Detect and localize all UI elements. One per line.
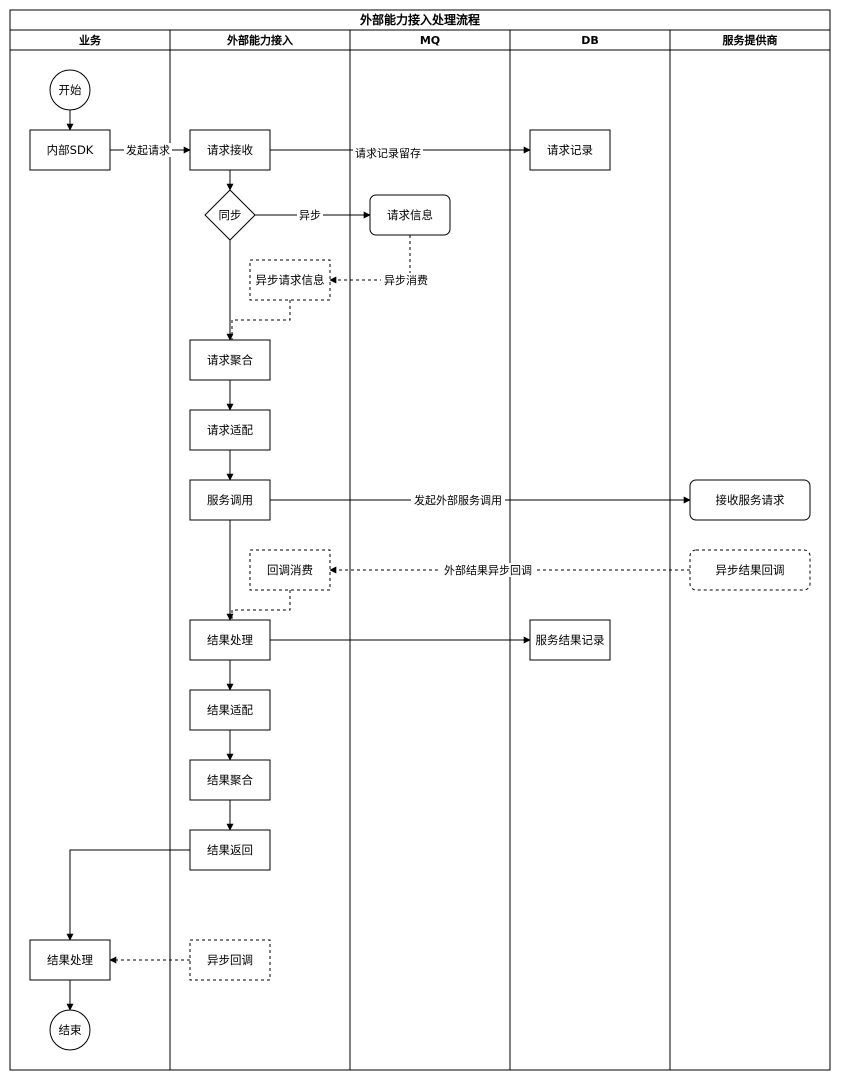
- lane-header-external-capability: 外部能力接入: [226, 33, 293, 47]
- edge-label-initiate-external-call-text: 发起外部服务调用: [414, 493, 502, 507]
- biz-result-process-node[interactable]: 结果处理: [29, 939, 111, 981]
- request-aggregate-label: 请求聚合: [207, 353, 253, 367]
- result-adapt-label: 结果适配: [207, 703, 253, 717]
- async-callback-label: 异步回调: [207, 953, 253, 967]
- sync-decision-node[interactable]: 同步: [204, 189, 256, 241]
- result-return-label: 结果返回: [207, 843, 253, 857]
- async-result-callback-node[interactable]: 异步结果回调: [689, 549, 811, 591]
- edge-return-to-biz-result: [66, 849, 190, 941]
- service-result-record-node[interactable]: 服务结果记录: [529, 619, 611, 661]
- request-adapt-node[interactable]: 请求适配: [189, 409, 271, 451]
- edge-label-record-retention: 请求记录留存: [353, 146, 423, 160]
- end-node-label: 结束: [59, 1023, 82, 1037]
- request-info-label: 请求信息: [387, 208, 433, 222]
- request-receive-label: 请求接收: [207, 143, 253, 157]
- async-request-info-node[interactable]: 异步请求信息: [249, 259, 331, 301]
- result-process-node[interactable]: 结果处理: [189, 619, 271, 661]
- result-return-node[interactable]: 结果返回: [189, 829, 271, 871]
- callback-consume-node[interactable]: 回调消费: [249, 549, 331, 591]
- async-request-info-label: 异步请求信息: [256, 273, 325, 287]
- biz-result-process-label: 结果处理: [47, 953, 93, 967]
- edge-async-info-to-aggregate: [231, 300, 291, 340]
- async-callback-node[interactable]: 异步回调: [189, 939, 271, 981]
- request-record-label: 请求记录: [547, 143, 593, 157]
- async-result-callback-label: 异步结果回调: [716, 563, 785, 577]
- service-call-node[interactable]: 服务调用: [189, 479, 271, 521]
- sync-decision-label: 同步: [219, 208, 242, 222]
- edge-consume-to-result-process: [231, 590, 291, 620]
- service-call-label: 服务调用: [207, 493, 253, 507]
- edge-label-async-consume-text: 异步消费: [384, 273, 428, 287]
- swimlane-pool: [9, 9, 831, 1071]
- result-aggregate-label: 结果聚合: [207, 773, 253, 787]
- edge-label-external-result-callback: 外部结果异步回调: [441, 563, 535, 577]
- lane-header-mq: MQ: [420, 34, 440, 47]
- request-adapt-label: 请求适配: [207, 423, 253, 437]
- request-info-node[interactable]: 请求信息: [369, 194, 451, 236]
- edge-label-initiate-request-text: 发起请求: [126, 143, 170, 157]
- result-aggregate-node[interactable]: 结果聚合: [189, 759, 271, 801]
- edge-label-async-text: 异步: [299, 209, 321, 222]
- request-record-node[interactable]: 请求记录: [529, 129, 611, 171]
- internal-sdk-label: 内部SDK: [47, 143, 94, 157]
- lane-header-service-provider: 服务提供商: [723, 33, 778, 47]
- end-node[interactable]: 结束: [49, 1009, 91, 1051]
- start-node[interactable]: 开始: [49, 69, 91, 111]
- edge-label-external-result-callback-text: 外部结果异步回调: [444, 563, 532, 577]
- result-process-label: 结果处理: [207, 633, 253, 647]
- edge-label-record-retention-text: 请求记录留存: [355, 146, 421, 160]
- result-adapt-node[interactable]: 结果适配: [189, 689, 271, 731]
- lane-header-business: 业务: [79, 33, 102, 47]
- edge-label-async: 异步: [297, 208, 323, 222]
- start-node-label: 开始: [59, 83, 82, 97]
- lane-header-db: DB: [581, 34, 599, 47]
- accept-service-request-label: 接收服务请求: [716, 493, 785, 507]
- internal-sdk-node[interactable]: 内部SDK: [29, 129, 111, 171]
- accept-service-request-node[interactable]: 接收服务请求: [689, 479, 811, 521]
- edge-label-initiate-external-call: 发起外部服务调用: [411, 493, 505, 507]
- request-receive-node[interactable]: 请求接收: [189, 129, 271, 171]
- diagram-title: 外部能力接入处理流程: [360, 12, 480, 27]
- service-result-record-label: 服务结果记录: [536, 633, 605, 647]
- request-aggregate-node[interactable]: 请求聚合: [189, 339, 271, 381]
- edge-label-initiate-request: 发起请求: [124, 143, 172, 157]
- edge-label-async-consume: 异步消费: [381, 273, 431, 287]
- callback-consume-label: 回调消费: [267, 563, 313, 577]
